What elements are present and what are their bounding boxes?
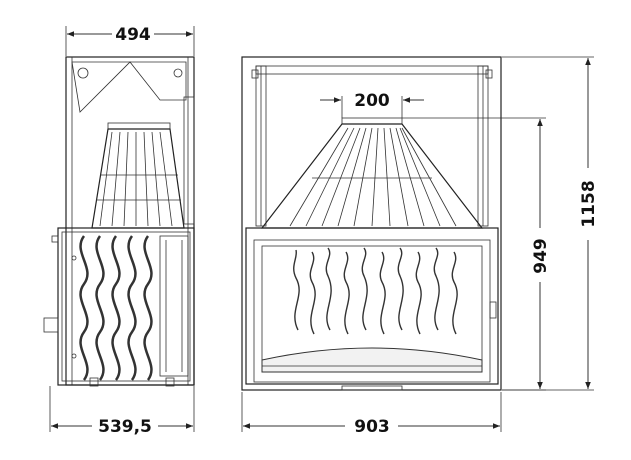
dim-label-overall-height: 1158 xyxy=(579,180,599,227)
dim-front-width: 903 xyxy=(241,392,502,437)
dim-side-bottom: 539,5 xyxy=(49,386,195,437)
dim-label-flue: 200 xyxy=(354,91,390,111)
dim-label-side-bottom: 539,5 xyxy=(98,417,152,437)
front-view xyxy=(241,56,502,391)
front-flames xyxy=(293,247,458,335)
side-hood-ribs xyxy=(96,131,181,227)
dim-opening-height: 949 xyxy=(402,117,551,391)
dim-label-side-top: 494 xyxy=(115,25,151,45)
dim-flue: 200 xyxy=(320,91,424,118)
dim-side-top: 494 xyxy=(65,25,195,56)
dim-overall-height: 1158 xyxy=(502,56,599,391)
side-wavy-grate xyxy=(79,235,153,381)
side-view xyxy=(43,56,195,387)
front-hood-ribs xyxy=(289,127,457,227)
dim-label-front-width: 903 xyxy=(354,417,390,437)
dim-label-opening-height: 949 xyxy=(531,238,551,274)
